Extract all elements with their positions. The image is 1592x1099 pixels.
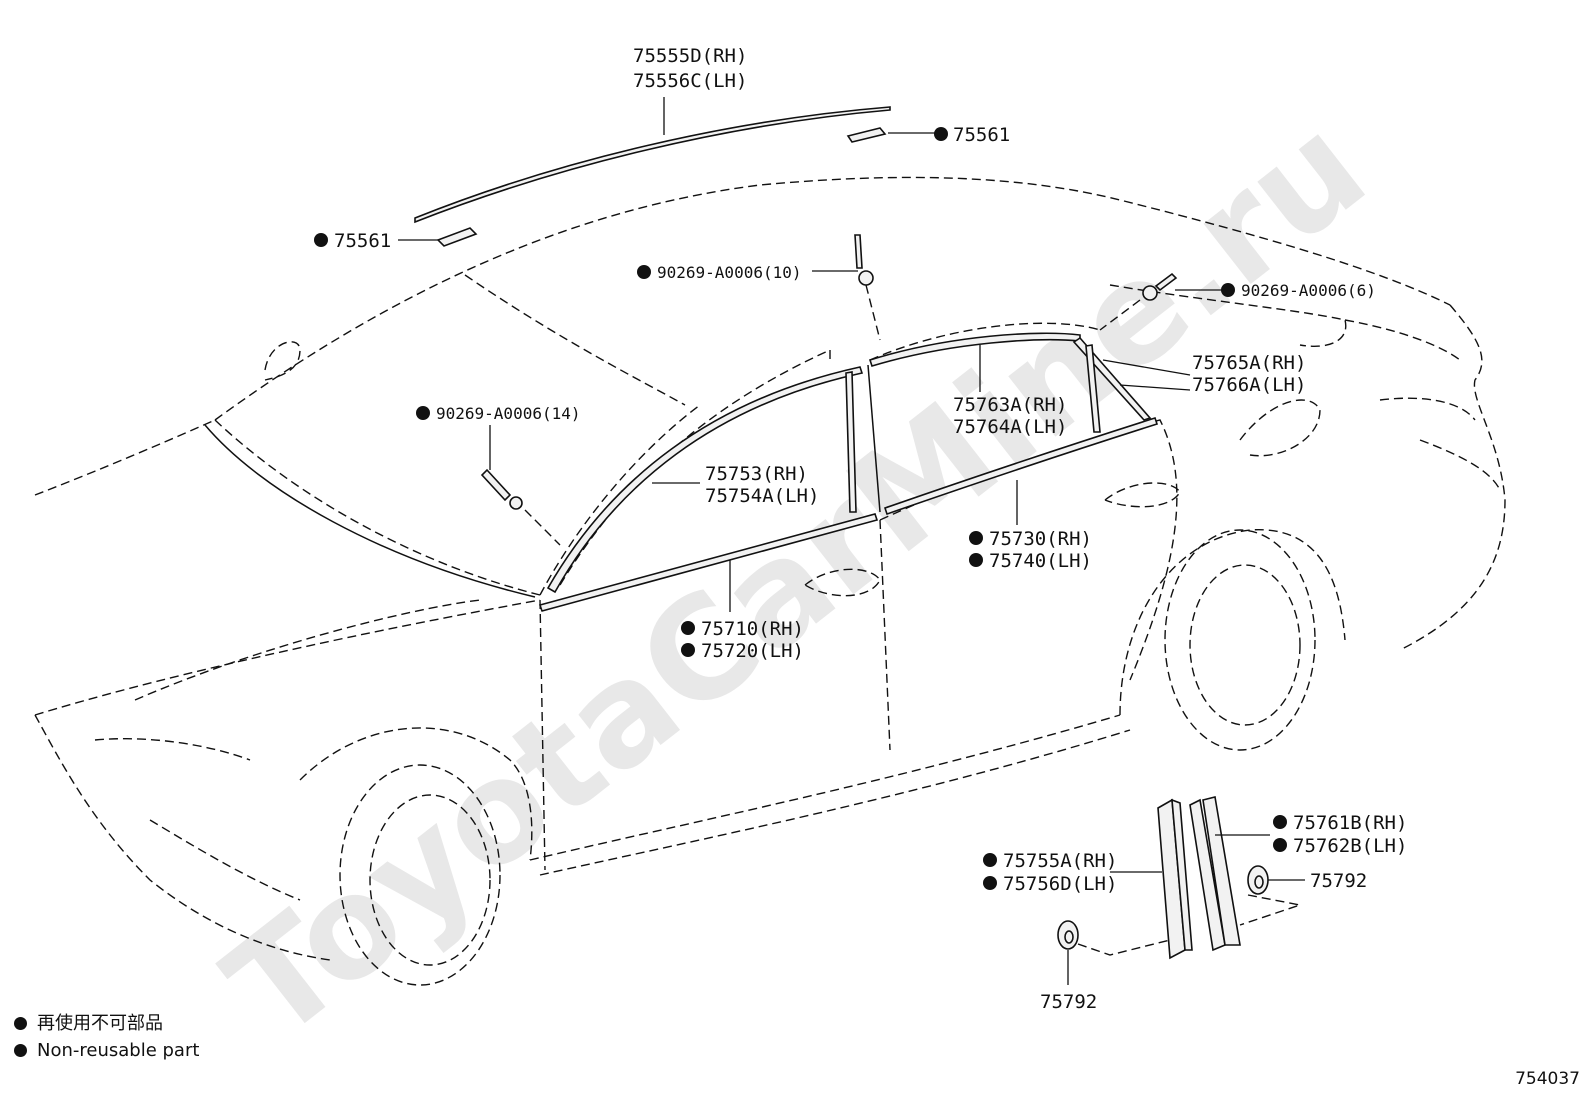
label-75561-right: 75561 [953, 124, 1010, 146]
diagram-number: 754037 [1515, 1069, 1580, 1089]
label-75730: 75730(RH) [989, 528, 1092, 550]
front-belt-molding[interactable] [538, 513, 879, 612]
label-75720: 75720(LH) [701, 640, 804, 662]
bullet-icon [14, 1017, 27, 1030]
bullet-icon [983, 853, 997, 867]
bullet-icon [969, 553, 983, 567]
callout-front-belt: 75710(RH) 75720(LH) [681, 618, 804, 662]
legend-text-jp: 再使用不可部品 [37, 1013, 163, 1034]
roof-clip-left[interactable] [436, 227, 478, 247]
label-90269-10: 90269-A0006(10) [657, 263, 802, 282]
label-75764A: 75764A(LH) [953, 416, 1067, 438]
label-75754A: 75754A(LH) [705, 485, 819, 507]
legend-row-jp: 再使用不可部品 [14, 1010, 199, 1037]
rear-belt-molding[interactable] [883, 416, 1159, 516]
bullet-icon [681, 643, 695, 657]
front-door-frame-molding[interactable] [546, 366, 864, 594]
leader-lines [398, 97, 1305, 985]
label-75762B: 75762B(LH) [1293, 835, 1407, 857]
callout-rivet-6: 90269-A0006(6) [1221, 281, 1376, 300]
legend-row-en: Non-reusable part [14, 1037, 199, 1064]
legend: 再使用不可部品 Non-reusable part [14, 1010, 199, 1064]
callout-clip-right: 75561 [934, 124, 1010, 146]
label-75763A: 75763A(RH) [953, 394, 1067, 416]
rivet-10[interactable] [854, 234, 874, 286]
label-75710: 75710(RH) [701, 618, 804, 640]
label-75756D: 75756D(LH) [1003, 873, 1117, 895]
bullet-icon [637, 265, 651, 279]
label-75556C: 75556C(LH) [633, 70, 747, 92]
center-pillar-line [867, 364, 881, 513]
clip-75792-right[interactable] [1247, 865, 1269, 895]
bullet-icon [416, 406, 430, 420]
label-75555D: 75555D(RH) [633, 45, 747, 67]
label-75740: 75740(LH) [989, 550, 1092, 572]
callout-front-pillar-garnish: 75755A(RH) 75756D(LH) [983, 850, 1117, 895]
roof-clip-right[interactable] [846, 127, 887, 143]
label-75792-bottom: 75792 [1040, 991, 1097, 1013]
bullet-icon [681, 621, 695, 635]
callout-rivet-14: 90269-A0006(14) [416, 404, 581, 423]
callout-roof-drip: 75555D(RH) 75556C(LH) [633, 45, 747, 92]
label-75755A: 75755A(RH) [1003, 850, 1117, 872]
bullet-icon [1273, 815, 1287, 829]
callout-clip-left: 75561 [314, 230, 391, 252]
label-75792-right: 75792 [1310, 870, 1367, 892]
car-body-outline [34, 176, 1506, 986]
bullet-icon [969, 531, 983, 545]
roof-drip-molding[interactable] [414, 106, 891, 224]
callout-clip-a: 75792 [1040, 991, 1097, 1013]
label-90269-14: 90269-A0006(14) [436, 404, 581, 423]
bullet-icon [983, 876, 997, 890]
callout-rear-belt: 75730(RH) 75740(LH) [969, 528, 1092, 572]
bullet-icon [14, 1044, 27, 1057]
pillar-garnish-rear[interactable] [1189, 796, 1241, 952]
legend-text-en: Non-reusable part [37, 1040, 200, 1061]
label-75766A: 75766A(LH) [1192, 374, 1306, 396]
label-75561-left: 75561 [334, 230, 391, 252]
label-90269-6: 90269-A0006(6) [1241, 281, 1376, 300]
callout-rear-pillar-garnish: 75761B(RH) 75762B(LH) [1273, 812, 1407, 857]
rivet-6[interactable] [1142, 272, 1178, 301]
callout-front-frame: 75753(RH) 75754A(LH) [705, 463, 819, 507]
callout-rear-frame: 75763A(RH) 75764A(LH) [953, 394, 1067, 438]
label-75753: 75753(RH) [705, 463, 808, 485]
callout-rivet-10: 90269-A0006(10) [637, 263, 802, 282]
label-75765A: 75765A(RH) [1192, 352, 1306, 374]
clip-75792-bottom[interactable] [1057, 920, 1079, 950]
bullet-icon [1273, 838, 1287, 852]
rear-door-frame-molding[interactable] [868, 332, 1152, 433]
bullet-icon [314, 233, 328, 247]
rivet-14[interactable] [480, 468, 523, 510]
callout-quarter: 75765A(RH) 75766A(LH) [1192, 352, 1306, 396]
pillar-garnish-front[interactable] [1157, 798, 1193, 960]
bullet-icon [1221, 283, 1235, 297]
callout-clip-b: 75792 [1310, 870, 1367, 892]
bullet-icon [934, 127, 948, 141]
label-75761B: 75761B(RH) [1293, 812, 1407, 834]
